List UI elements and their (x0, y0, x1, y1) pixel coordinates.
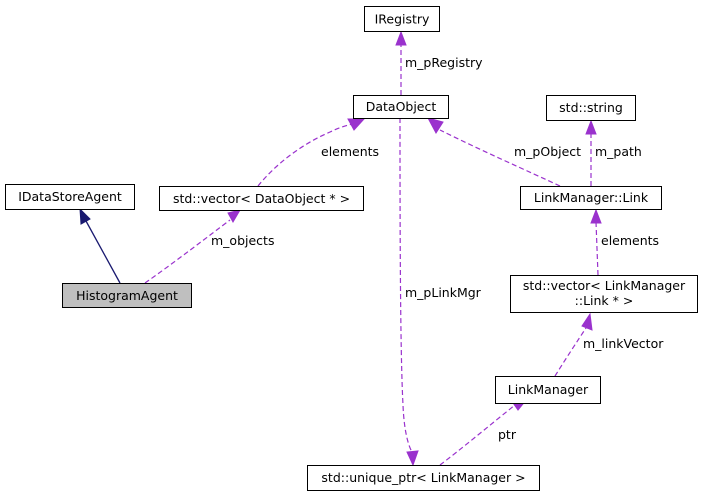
edge-elements-link: elements (590, 208, 659, 276)
edge-label-elements-1: elements (321, 144, 379, 159)
node-iregistry[interactable]: IRegistry (364, 6, 440, 32)
node-vector-dataobject[interactable]: std::vector< DataObject * > (159, 186, 364, 211)
node-linkmanager-link[interactable]: LinkManager::Link (520, 186, 662, 210)
node-linkmanager[interactable]: LinkManager (495, 376, 601, 404)
edge-label-elements-2: elements (601, 233, 659, 248)
edge-inheritance (79, 207, 121, 284)
edge-m-path: m_path (585, 119, 642, 186)
node-label-linkmanager: LinkManager (508, 382, 589, 397)
node-label-vector-link-line2: ::Link * > (575, 293, 634, 308)
node-std-string[interactable]: std::string (546, 95, 636, 121)
node-label-vector-dataobject: std::vector< DataObject * > (173, 191, 350, 206)
edge-label-m-linkvector: m_linkVector (583, 336, 664, 351)
node-label-linkmanager-link: LinkManager::Link (534, 190, 649, 205)
node-vector-link[interactable]: std::vector< LinkManager ::Link * > (510, 275, 698, 313)
edge-label-m-path: m_path (595, 144, 642, 159)
edge-label-m-pobject: m_pObject (514, 144, 581, 159)
edge-label-ptr: ptr (498, 427, 517, 442)
node-label-vector-link-line1: std::vector< LinkManager (523, 278, 686, 293)
edge-m-plinkmgr: m_pLinkMgr (399, 117, 482, 467)
node-label-iregistry: IRegistry (375, 12, 430, 27)
edge-m-pregistry: m_pRegistry (395, 30, 483, 95)
node-label-dataobject: DataObject (366, 99, 437, 114)
edge-m-pobject: m_pObject (427, 117, 581, 187)
edge-label-m-pregistry: m_pRegistry (405, 55, 483, 70)
node-label-idatastoreagent: IDataStoreAgent (18, 189, 122, 204)
node-dataobject[interactable]: DataObject (353, 95, 449, 119)
edge-elements-dataobject: elements (257, 118, 379, 187)
edge-label-m-plinkmgr: m_pLinkMgr (405, 285, 482, 300)
node-label-histogramagent: HistogramAgent (76, 288, 178, 303)
edge-ptr: ptr (439, 398, 529, 466)
edge-m-objects: m_objects (144, 209, 274, 284)
node-label-std-string: std::string (559, 100, 623, 115)
edge-m-linkvector: m_linkVector (554, 312, 664, 377)
edge-label-m-objects: m_objects (211, 233, 274, 248)
node-histogramagent[interactable]: HistogramAgent (62, 283, 192, 308)
node-idatastoreagent[interactable]: IDataStoreAgent (5, 184, 135, 210)
node-unique-ptr[interactable]: std::unique_ptr< LinkManager > (307, 465, 540, 491)
node-label-unique-ptr: std::unique_ptr< LinkManager > (321, 470, 525, 485)
